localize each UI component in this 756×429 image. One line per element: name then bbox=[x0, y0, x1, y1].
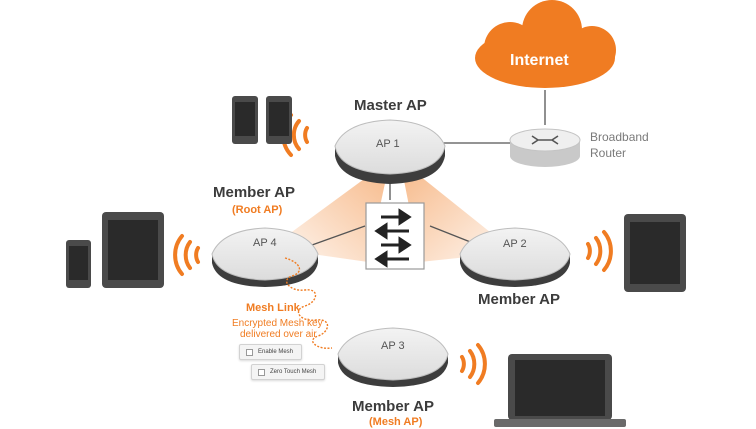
ap3-device[interactable] bbox=[337, 327, 449, 387]
ap3-role-label: Member AP bbox=[352, 398, 434, 415]
ap1-device[interactable] bbox=[334, 119, 446, 184]
tablet-icon bbox=[102, 212, 164, 288]
checkbox-icon[interactable] bbox=[246, 349, 253, 356]
ap3-name: AP 3 bbox=[381, 340, 405, 352]
ap4-name: AP 4 bbox=[253, 237, 277, 249]
phone-icon bbox=[66, 240, 91, 288]
ap3-sub-label: (Mesh AP) bbox=[369, 416, 423, 428]
ap1-name: AP 1 bbox=[376, 138, 400, 150]
ap2-device[interactable] bbox=[459, 227, 571, 287]
mesh-link-coil bbox=[284, 257, 333, 349]
mesh-link-desc-line1: Encrypted Mesh key bbox=[232, 318, 323, 329]
enable-mesh-button[interactable]: Enable Mesh bbox=[239, 344, 303, 360]
zero-touch-mesh-button[interactable]: Zero Touch Mesh bbox=[251, 364, 326, 380]
mesh-link-title: Mesh Link bbox=[246, 302, 300, 314]
ap4-sub-label: (Root AP) bbox=[232, 204, 283, 216]
zero-touch-mesh-label: Zero Touch Mesh bbox=[270, 369, 317, 375]
internet-label: Internet bbox=[510, 52, 569, 69]
ap4-role-label: Member AP bbox=[213, 184, 295, 201]
phone-icon bbox=[266, 96, 292, 144]
laptop-icon bbox=[494, 354, 626, 427]
tablet-icon bbox=[624, 214, 686, 292]
switch-icon bbox=[365, 202, 425, 270]
enable-mesh-label: Enable Mesh bbox=[258, 349, 294, 355]
ap2-name: AP 2 bbox=[503, 238, 527, 250]
phone-icon bbox=[232, 96, 258, 144]
router-label-line1: Broadband bbox=[590, 130, 649, 144]
checkbox-icon[interactable] bbox=[258, 369, 265, 376]
cloud-icon bbox=[475, 0, 616, 88]
router-icon bbox=[509, 128, 581, 167]
ap1-role-label: Master AP bbox=[354, 97, 427, 114]
ap2-role-label: Member AP bbox=[478, 291, 560, 308]
mesh-link-desc-line2: delivered over air bbox=[240, 329, 317, 340]
router-label-line2: Router bbox=[590, 146, 627, 160]
ap4-device[interactable] bbox=[211, 227, 319, 287]
